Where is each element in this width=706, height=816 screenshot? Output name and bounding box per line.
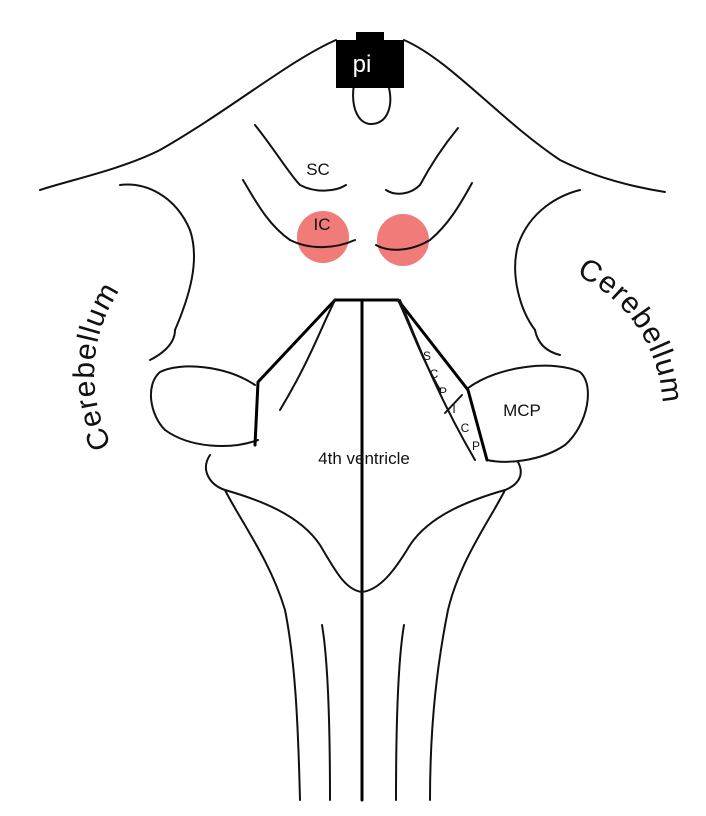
medulla-right-outer <box>429 489 506 801</box>
pineal-stalk-loop <box>352 83 392 125</box>
pineal-label: pi <box>353 51 372 78</box>
inferior-colliculi: IC <box>242 179 473 266</box>
fourth-ventricle-label: 4th ventricle <box>318 449 410 468</box>
scp-letter-c: C <box>430 367 439 381</box>
icp-letter-p: P <box>472 439 480 453</box>
right-inferior-colliculus-highlight <box>377 214 429 266</box>
medulla-right-inner <box>395 624 405 801</box>
left-peduncle-oval <box>149 365 259 447</box>
outline-left-brachium <box>149 329 176 361</box>
pineal-box-tab <box>356 32 384 44</box>
pineal-region: pi <box>336 32 404 125</box>
right-ventricle-floor <box>397 299 441 391</box>
left-inferior-colliculus-highlight <box>297 211 349 263</box>
outline-top-left <box>39 39 337 191</box>
left-peduncle-border <box>253 298 337 447</box>
outline-right-upper <box>514 189 581 331</box>
ic-label: IC <box>314 215 331 234</box>
left-inferior-colliculus <box>242 179 356 249</box>
outer-outline <box>39 39 666 361</box>
right-peduncle-oval <box>467 364 589 463</box>
scp-letter-p: P <box>439 385 447 399</box>
medulla-outline <box>205 454 522 801</box>
fourth-ventricle-region: 4th ventricle MCP S C P I C P <box>253 298 541 802</box>
medulla-left-inner <box>321 624 331 801</box>
cerebellum-right-label: Cerebellum <box>573 252 689 405</box>
cerebellum-left-label: Cerebellum <box>68 277 126 456</box>
left-superior-colliculus <box>254 124 347 192</box>
lower-left-contour <box>205 454 363 593</box>
outline-top-right <box>403 39 666 193</box>
scp-letter-s: S <box>423 349 431 363</box>
right-superior-colliculus <box>385 127 459 195</box>
scp-icp-divider <box>444 394 463 414</box>
icp-letter-i: I <box>452 402 455 416</box>
peduncles <box>149 364 589 463</box>
cerebellum-left-text: Cerebellum <box>68 277 125 456</box>
medulla-left-outer <box>224 489 301 801</box>
outline-right-brachium <box>534 329 561 356</box>
pineal-box <box>336 40 404 88</box>
left-ventricle-floor <box>279 299 336 411</box>
mcp-label: MCP <box>503 401 541 420</box>
icp-letter-c: C <box>461 421 470 435</box>
superior-colliculi: SC <box>254 124 459 195</box>
lower-right-contour <box>361 461 522 593</box>
outline-left-upper <box>119 183 196 331</box>
cerebellum-right-text: Cerebellum <box>573 252 688 405</box>
right-inferior-colliculus <box>375 182 473 251</box>
sc-label: SC <box>306 160 330 179</box>
right-peduncle-border <box>396 298 489 462</box>
